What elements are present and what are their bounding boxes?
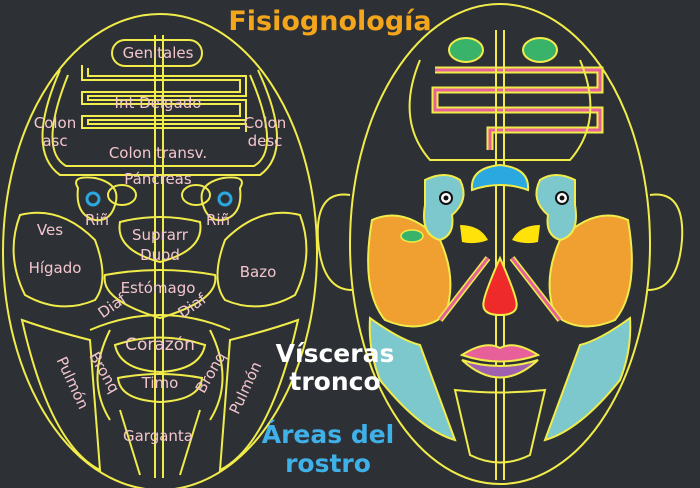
yellow-under-eye-left	[460, 225, 488, 244]
bronchi-left-line	[96, 329, 111, 421]
caption-areas-1: Áreas del	[262, 420, 395, 449]
label-estomago: Estómago	[121, 279, 196, 297]
label-colon-transv: Colon transv.	[109, 144, 207, 162]
colon-path-inner	[51, 74, 269, 167]
kidney-right-outline	[200, 176, 243, 222]
label-duod: Duod	[140, 246, 180, 264]
throat-lines	[119, 409, 201, 476]
eye-area-right	[535, 174, 577, 242]
green-oval-left	[448, 37, 484, 63]
green-oval-right	[522, 37, 558, 63]
label-timo: Timo	[141, 374, 179, 392]
title: Fisiognología	[228, 6, 431, 37]
label-genitales: Genitales	[123, 44, 194, 62]
stomach-outline	[103, 269, 217, 320]
label-colon-asc-2: asc	[42, 132, 67, 150]
caption-visceras-2: tronco	[289, 367, 380, 396]
nose-side-right	[510, 257, 562, 321]
liver-outline	[12, 211, 104, 308]
right-face	[316, 3, 684, 485]
spleen-outline	[216, 211, 308, 308]
intestine-path-outer	[81, 65, 241, 129]
ear-left	[316, 193, 353, 291]
left-face	[2, 13, 318, 488]
cheek-teal-right	[543, 316, 632, 442]
green-small-oval	[400, 229, 424, 243]
eye-area-left	[423, 174, 465, 242]
left-face-outline	[2, 13, 318, 488]
kidney-left-dot	[85, 191, 101, 207]
bronchi-right-line	[209, 329, 224, 421]
ear-right	[647, 193, 684, 291]
label-corazon: Corazón	[125, 335, 195, 355]
label-bazo: Bazo	[240, 263, 277, 281]
genitales-outline	[111, 39, 203, 67]
label-suprarr: Suprarr	[132, 226, 189, 244]
nose-side-left	[438, 257, 490, 321]
label-higado: Hígado	[29, 259, 82, 277]
diaphragm-line	[89, 314, 231, 331]
label-pancreas: Páncreas	[124, 170, 192, 188]
pupil-left	[443, 195, 449, 201]
label-colon-desc-1: Colon	[244, 114, 287, 132]
upper-lip	[459, 344, 541, 363]
heart-outline	[113, 336, 207, 374]
suprarr-right-outline	[181, 184, 211, 206]
label-garganta: Garganta	[123, 427, 193, 445]
label-colon-desc-2: desc	[248, 132, 283, 150]
caption-areas-2: rostro	[285, 449, 371, 478]
suprarr-left-outline	[107, 184, 137, 206]
cheek-teal-left	[368, 316, 457, 442]
label-int-delgado: Int Delgado	[115, 94, 202, 112]
lung-left-outline	[20, 318, 102, 472]
intestine-path-inner	[87, 68, 247, 132]
thymus-outline	[116, 373, 204, 404]
label-rin-right: Riñ	[206, 211, 230, 229]
forehead-serpentine	[431, 66, 604, 150]
kidney-right-dot	[217, 191, 233, 207]
duod-outline	[118, 216, 202, 264]
pupil-right	[559, 195, 565, 201]
brow-blue	[470, 163, 530, 192]
caption-visceras-1: Vísceras	[276, 339, 395, 368]
lung-right-outline	[218, 318, 300, 472]
yellow-under-eye-right	[512, 225, 540, 244]
label-colon-asc-1: Colon	[34, 114, 77, 132]
kidney-left-outline	[75, 176, 118, 222]
lower-lip	[461, 359, 539, 379]
label-rin-left: Riñ	[85, 211, 109, 229]
chin-outline	[453, 388, 547, 464]
forehead-arc	[408, 59, 592, 161]
nose-red	[482, 255, 518, 317]
label-ves: Ves	[37, 221, 63, 239]
colon-path	[41, 69, 278, 176]
